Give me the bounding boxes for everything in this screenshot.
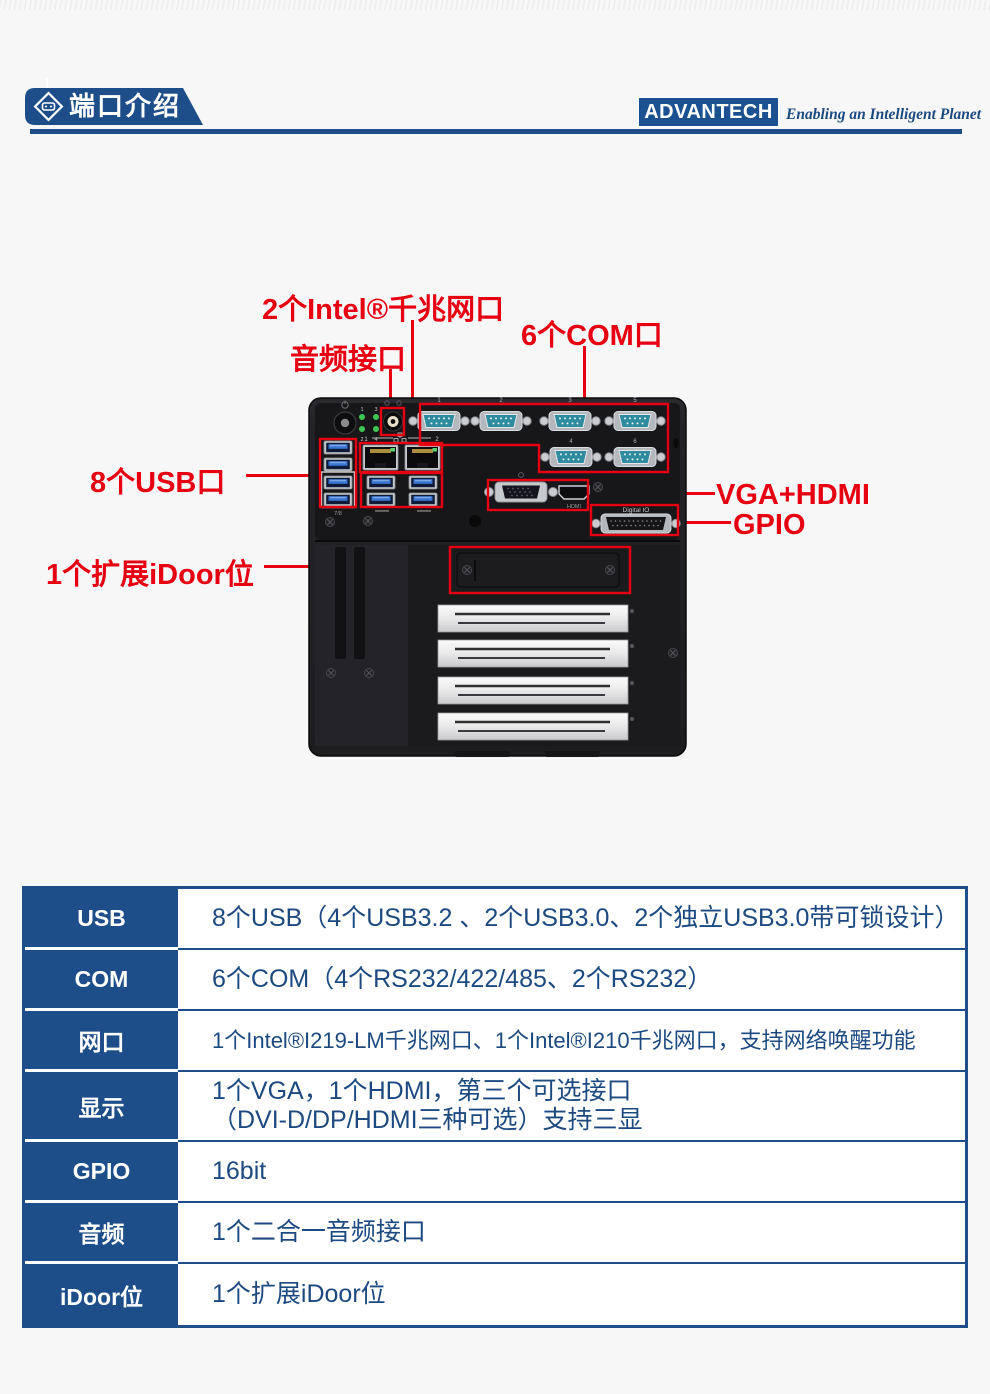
- highlight-box-audio: [379, 406, 406, 437]
- badge-hang-line: [46, 78, 48, 89]
- hdmi-label: HDMI: [567, 504, 582, 510]
- callout-line-gpio: [679, 521, 731, 524]
- expansion-slot-1: [437, 604, 634, 633]
- com-port-5: [604, 411, 666, 431]
- led-label-3: 3: [374, 407, 377, 413]
- com-port-2-label: 2: [499, 398, 503, 404]
- row-value: 8个USB（4个USB3.2 、2个USB3.0、2个独立USB3.0带可锁设计…: [178, 889, 965, 950]
- brand-tagline: Enabling an Intelligent Planet: [786, 106, 982, 123]
- com-port-1-label: 1: [437, 398, 441, 404]
- row-label: 音频: [25, 1203, 178, 1264]
- spec-table: USB 8个USB（4个USB3.2 、2个USB3.0、2个独立USB3.0带…: [22, 886, 968, 1328]
- led-label-4: 4: [374, 437, 377, 443]
- callout-line-lan: [411, 320, 414, 444]
- status-leds: 1 3 2 4: [359, 407, 379, 443]
- usb-port-2: [408, 475, 438, 490]
- highlight-box-com: [418, 402, 670, 474]
- section-badge: 端口介绍: [25, 88, 203, 125]
- callout-line-audio: [389, 369, 392, 409]
- table-row-gpio: GPIO 16bit: [25, 1142, 965, 1203]
- brand-logo-text: ADVANTECH: [644, 100, 773, 123]
- com-port-4-label: 4: [569, 439, 573, 445]
- port-diamond-icon: [33, 91, 64, 122]
- highlight-box-usb-left: [318, 437, 358, 509]
- row-value: 1个VGA，1个HDMI，第三个可选接口 （DVI-D/DP/HDMI三种可选）…: [178, 1072, 965, 1142]
- led-label-1: 1: [360, 407, 363, 413]
- table-row-idoor: iDoor位 1个扩展iDoor位: [25, 1264, 965, 1325]
- callout-lan-label: 2个Intel®千兆网口: [262, 294, 505, 326]
- chassis-hole: [469, 515, 481, 527]
- usb-78-label: 7/8: [334, 511, 342, 517]
- callout-line-com: [583, 346, 586, 404]
- com-port-6-label: 6: [633, 439, 637, 445]
- lan-port-1-label: 1: [364, 437, 368, 443]
- callout-gpio-label: GPIO: [733, 509, 806, 541]
- callout-com-label: 6个COM口: [521, 320, 663, 352]
- table-row-lan: 网口 1个Intel®I219-LM千兆网口、1个Intel®I210千兆网口，…: [25, 1011, 965, 1072]
- row-value: 6个COM（4个RS232/422/485、2个RS232）: [178, 950, 965, 1011]
- row-label: COM: [25, 950, 178, 1011]
- row-label: 网口: [25, 1011, 178, 1072]
- usb-port-6: [323, 457, 353, 472]
- callout-audio-label: 音频接口: [290, 344, 407, 376]
- device-rear-photo: 1 3 2 4 1 2 3 5 4 6: [308, 397, 687, 757]
- highlight-box-digital-io: [589, 503, 680, 537]
- expansion-slot-3: [437, 676, 634, 705]
- callout-idoor-label: 1个扩展iDoor位: [46, 559, 254, 591]
- usb-port-1: [366, 475, 396, 490]
- lan-port-2-label: 2: [435, 437, 439, 443]
- led-label-2: 2: [360, 437, 363, 443]
- power-button: [333, 400, 357, 435]
- page-title: 端口介绍: [69, 91, 182, 121]
- brand-logo: ADVANTECH: [639, 98, 778, 126]
- usb-port-4: [408, 492, 438, 507]
- usb-port-5: [323, 440, 353, 455]
- digital-io-port: Digital IO: [591, 507, 681, 534]
- vga-port: [484, 472, 558, 503]
- digital-io-label: Digital IO: [623, 507, 650, 514]
- lan-port-1: [362, 444, 399, 471]
- usb-port-8: [323, 492, 353, 507]
- lan-port-2: [404, 444, 441, 471]
- usb-port-3: [366, 492, 396, 507]
- callout-line-usb: [246, 474, 322, 477]
- row-label: iDoor位: [25, 1264, 178, 1325]
- row-label: USB: [25, 889, 178, 950]
- com-port-2: [470, 411, 532, 431]
- row-value: 1个扩展iDoor位: [212, 1280, 386, 1308]
- row-value: 1个二合一音频接口: [178, 1203, 965, 1264]
- expansion-slot-covers: [437, 604, 634, 741]
- com-port-5-label: 5: [633, 398, 637, 404]
- header-underline: [30, 129, 962, 134]
- audio-jack: [383, 400, 403, 432]
- decorative-top-pattern: [0, 0, 990, 10]
- table-row-audio: 音频 1个二合一音频接口: [25, 1203, 965, 1264]
- table-row-com: COM 6个COM（4个RS232/422/485、2个RS232）: [25, 950, 965, 1011]
- idoor-slot: [456, 552, 620, 588]
- row-value: 16bit: [178, 1142, 965, 1203]
- com-port-3: [539, 411, 601, 431]
- usb-port-7: [323, 475, 353, 490]
- callout-vga-hdmi-label: VGA+HDMI: [716, 479, 870, 511]
- com-port-1: [408, 411, 470, 431]
- highlight-box-vga-hdmi: [486, 478, 590, 512]
- row-label: 显示: [25, 1072, 178, 1142]
- row-label: GPIO: [25, 1142, 178, 1203]
- table-row-display: 显示 1个VGA，1个HDMI，第三个可选接口 （DVI-D/DP/HDMI三种…: [25, 1072, 965, 1142]
- callout-usb-label: 8个USB口: [90, 467, 226, 499]
- row-value: 1个Intel®I219-LM千兆网口、1个Intel®I210千兆网口，支持网…: [178, 1011, 965, 1072]
- highlight-box-idoor: [448, 545, 632, 595]
- highlight-box-usb-mid: [359, 471, 444, 509]
- expansion-slot-4: [437, 712, 634, 741]
- com-port-4: [540, 447, 602, 467]
- table-row-usb: USB 8个USB（4个USB3.2 、2个USB3.0、2个独立USB3.0带…: [25, 889, 965, 950]
- expansion-slot-2: [437, 639, 634, 668]
- com-port-3-label: 3: [568, 398, 572, 404]
- com-port-6: [604, 447, 666, 467]
